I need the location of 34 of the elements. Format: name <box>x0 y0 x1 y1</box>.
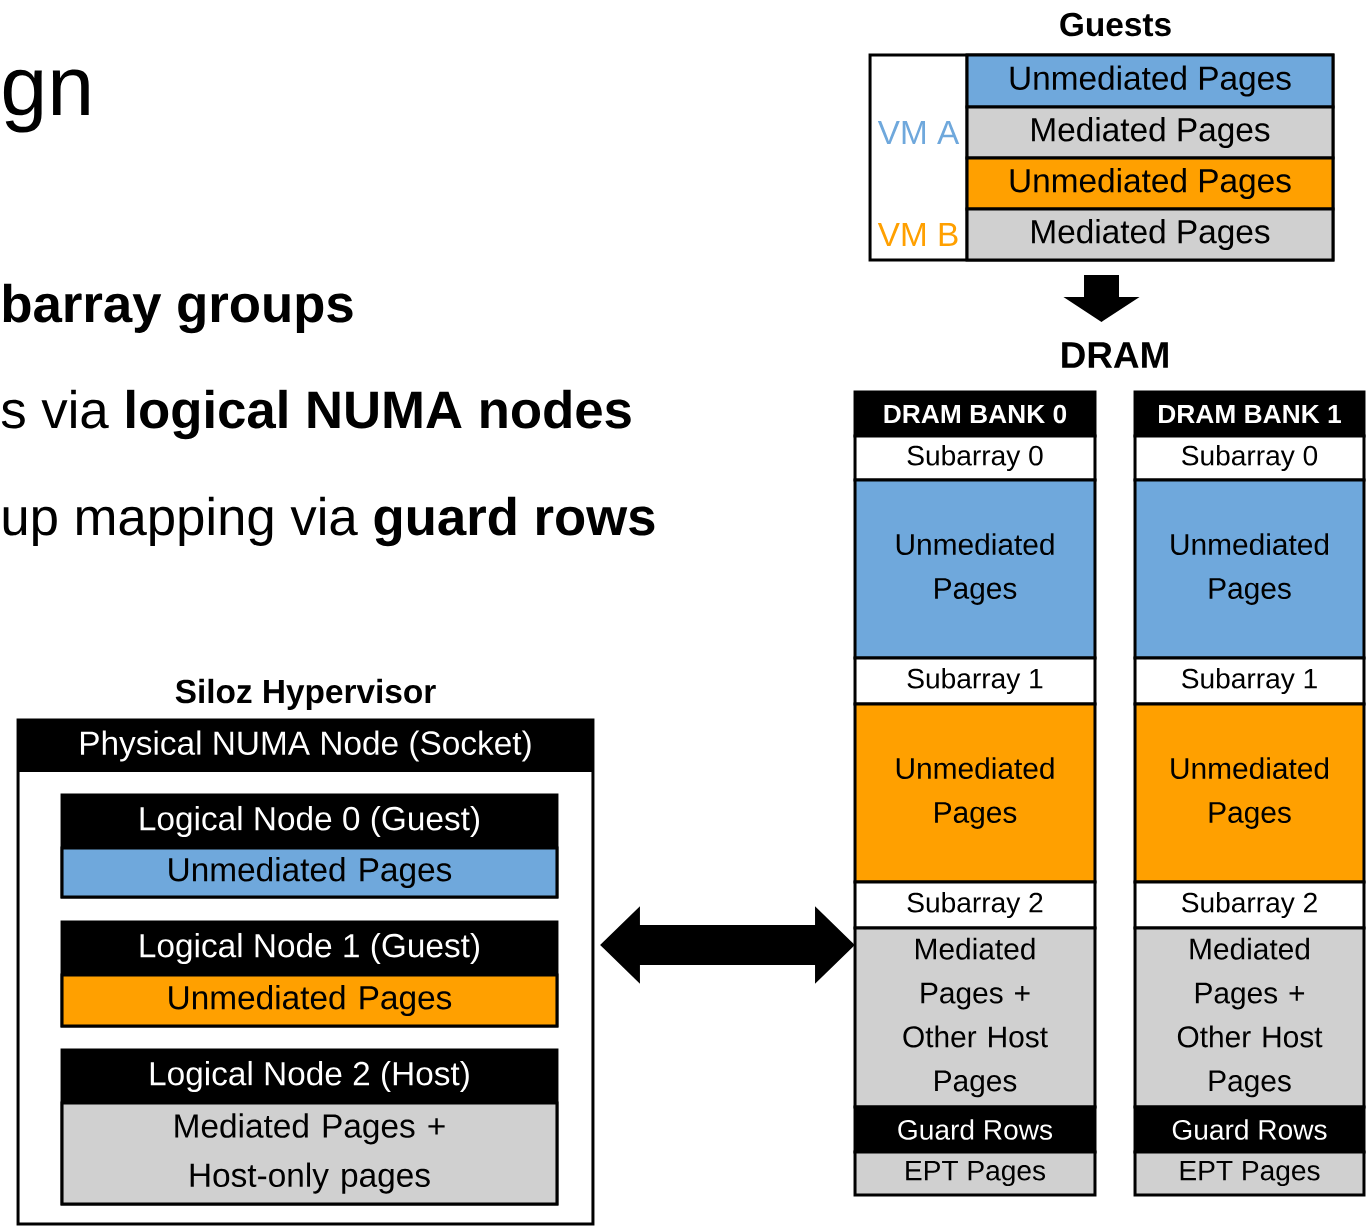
page-block: Unmediated Pages <box>853 702 1097 884</box>
page-block: Mediated Pages + Other Host Pages <box>1133 926 1366 1109</box>
page-row: Mediated Pages + Host-only pages <box>60 1101 559 1206</box>
table-heading: Guests <box>1060 12 1171 37</box>
page-row: Mediated Pages <box>965 105 1335 160</box>
page-block: Mediated Pages + Other Host Pages <box>853 926 1097 1109</box>
page-block: Unmediated Pages <box>1133 478 1366 660</box>
dram-heading: DRAM <box>1062 342 1168 368</box>
vm-label: VM B <box>877 223 958 246</box>
subarray-row: EPT Pages <box>1133 1150 1366 1197</box>
page-row: Unmediated Pages <box>60 973 559 1028</box>
hypervisor-heading: Siloz Hypervisor <box>175 678 436 710</box>
page-row: Unmediated Pages <box>965 53 1335 109</box>
guard-row-band: Guard Rows <box>853 1105 1097 1154</box>
guard-row-band: Guard Rows <box>1133 1105 1366 1154</box>
subarray-row: Subarray 0 <box>853 434 1097 482</box>
slide-text: s via logical NUMA nodes <box>1 389 631 440</box>
subarray-row: Subarray 1 <box>1133 656 1366 706</box>
page-row: Unmediated Pages <box>965 156 1335 211</box>
slide-text: up mapping via guard rows <box>3 496 655 547</box>
vm-label: VM A <box>877 121 960 144</box>
page-block: Unmediated Pages <box>1133 702 1366 884</box>
subarray-row: Subarray 0 <box>1133 434 1366 482</box>
subarray-row: EPT Pages <box>853 1150 1097 1197</box>
subarray-row: Subarray 2 <box>853 880 1097 930</box>
slide-text: gn <box>3 69 89 133</box>
page-block: Unmediated Pages <box>853 478 1097 660</box>
subarray-row: Subarray 2 <box>1133 880 1366 930</box>
bank-header: DRAM BANK 1 <box>1133 390 1366 438</box>
bank-header: DRAM BANK 0 <box>853 390 1097 438</box>
page-row: Mediated Pages <box>965 207 1335 262</box>
page-row: Unmediated Pages <box>60 846 559 899</box>
subarray-row: Subarray 1 <box>853 656 1097 706</box>
slide-text: barray groups <box>3 283 353 334</box>
